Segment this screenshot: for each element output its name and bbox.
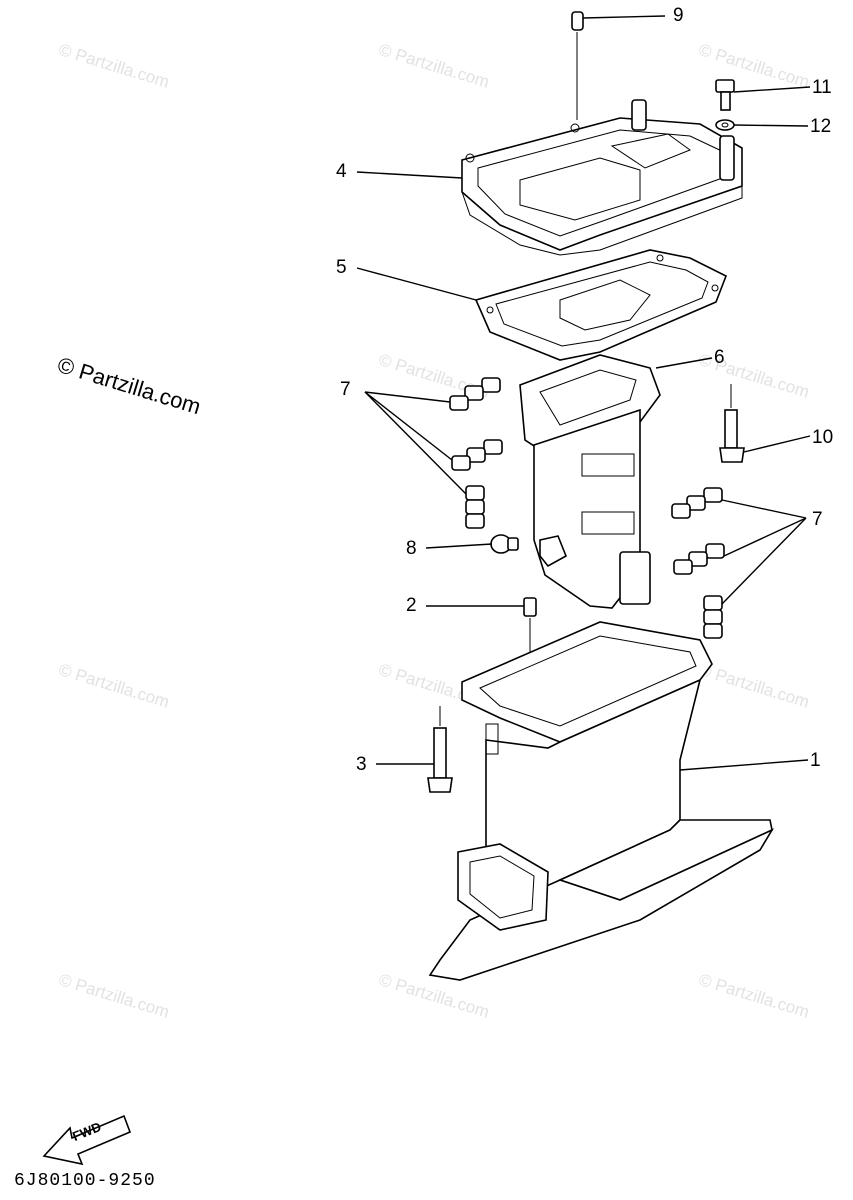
- part-1-upper-casing: [428, 621, 809, 981]
- part-9-pin: [571, 11, 666, 120]
- callout-2: 2: [406, 595, 417, 616]
- callout-7-right: 7: [812, 509, 823, 530]
- callout-5: 5: [336, 257, 347, 278]
- callout-8: 8: [406, 538, 417, 559]
- part-7-mounts-left: [364, 377, 503, 529]
- callout-10: 10: [812, 427, 834, 448]
- part-4-upper-mount: [356, 99, 743, 256]
- callout-11: 11: [812, 77, 832, 98]
- part-8-grommet: [425, 534, 568, 568]
- callout-3: 3: [356, 754, 367, 775]
- fwd-arrow-icon: [42, 1114, 132, 1166]
- callout-6: 6: [714, 347, 725, 368]
- callout-9: 9: [673, 5, 684, 26]
- part-7-mounts-right: [671, 487, 807, 639]
- callout-4: 4: [336, 161, 347, 182]
- part-12-washer: [715, 119, 809, 131]
- callout-7-left: 7: [340, 379, 351, 400]
- part-2-dowel: [426, 597, 537, 700]
- part-3-bolt: [376, 706, 453, 793]
- part-10-bolt: [719, 384, 811, 463]
- callout-1: 1: [810, 750, 821, 771]
- part-11-bolt: [715, 79, 811, 111]
- part-code: 6J80100-9250: [14, 1171, 156, 1191]
- part-5-gasket: [356, 249, 728, 361]
- callout-12: 12: [810, 116, 832, 137]
